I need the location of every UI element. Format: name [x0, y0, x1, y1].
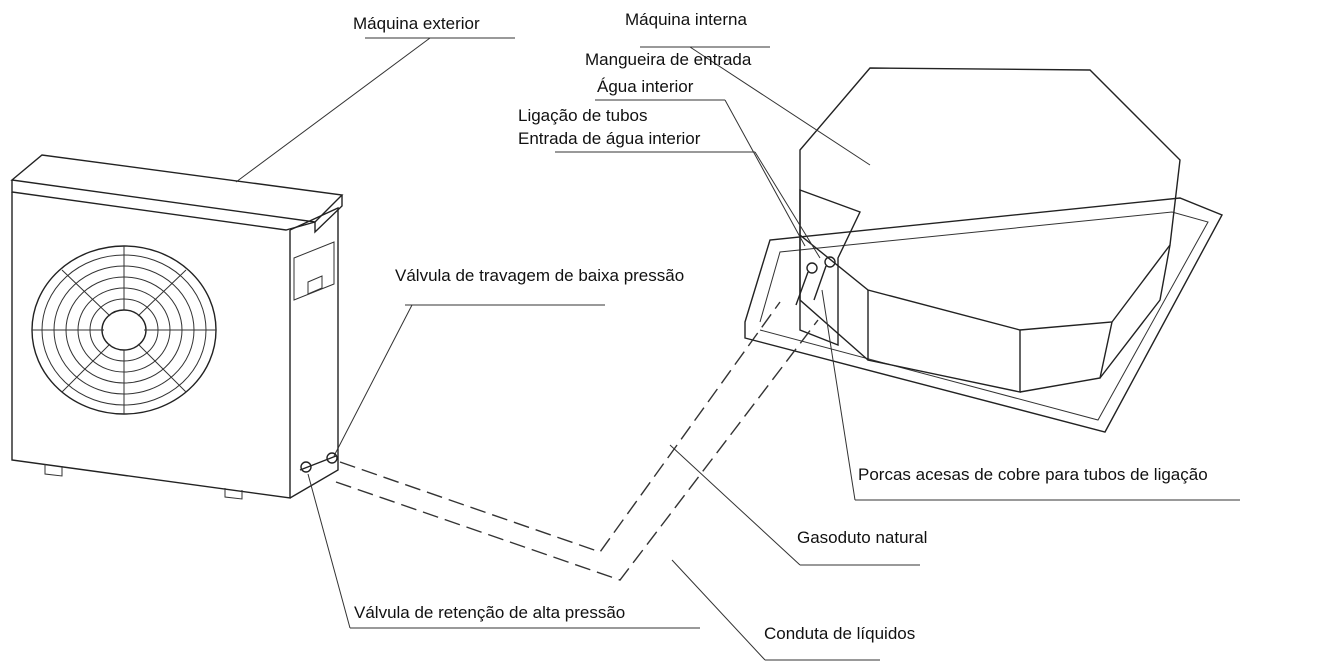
- label-inlet-hose: Mangueira de entrada: [585, 50, 752, 69]
- label-indoor-unit: Máquina interna: [625, 10, 747, 29]
- leader-lines: [235, 37, 1240, 661]
- label-gas-pipe: Gasoduto natural: [797, 528, 928, 547]
- label-indoor-water: Água interior: [597, 77, 694, 96]
- indoor-unit-drawing: [744, 67, 1223, 433]
- label-indoor-water-inlet: Entrada de água interior: [518, 129, 701, 148]
- label-outdoor-unit: Máquina exterior: [353, 14, 480, 33]
- label-pipe-connection: Ligação de tubos: [518, 106, 648, 125]
- label-high-pressure-valve: Válvula de retenção de alta pressão: [354, 603, 626, 622]
- label-flare-nuts: Porcas acesas de cobre para tubos de lig…: [858, 465, 1208, 484]
- connecting-pipes: [335, 301, 819, 581]
- label-low-pressure-valve: Válvula de travagem de baixa pressão: [395, 266, 685, 285]
- label-liquid-pipe: Conduta de líquidos: [764, 624, 916, 643]
- outdoor-unit-drawing: [10, 154, 344, 500]
